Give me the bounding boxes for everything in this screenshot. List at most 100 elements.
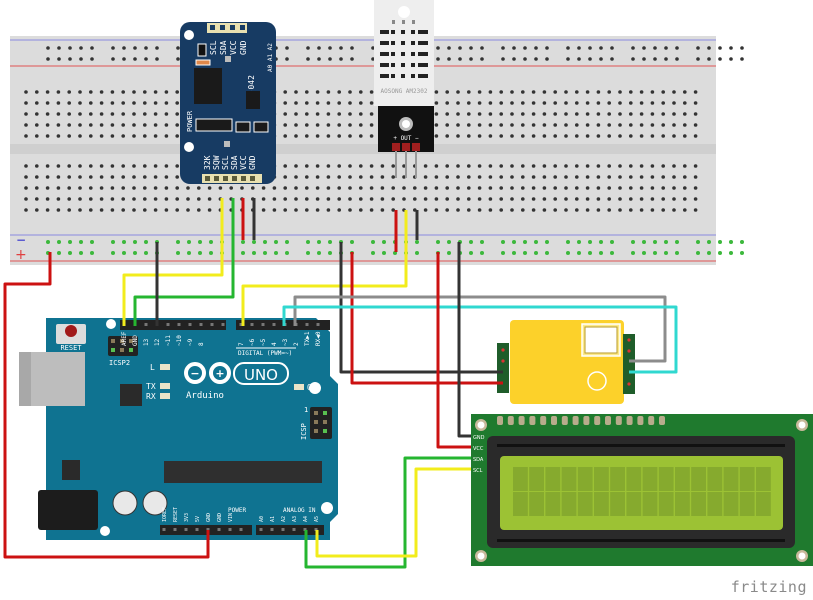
icsp-pin bbox=[314, 420, 318, 424]
breadboard-hole bbox=[650, 112, 655, 116]
dht-pin-labels: + OUT − bbox=[393, 135, 419, 142]
breadboard-hole bbox=[588, 251, 592, 255]
breadboard-hole bbox=[153, 186, 158, 190]
lcd-cell bbox=[675, 467, 690, 491]
header-pin[interactable] bbox=[305, 323, 309, 326]
breadboard-hole bbox=[132, 175, 136, 179]
header-pin[interactable] bbox=[239, 528, 243, 531]
breadboard-hole bbox=[337, 197, 342, 201]
wire-red-5v[interactable] bbox=[3, 252, 210, 559]
breadboard-hole bbox=[661, 208, 665, 212]
breadboard-hole bbox=[143, 134, 147, 138]
breadboard-hole bbox=[467, 134, 471, 138]
breadboard-hole bbox=[488, 134, 493, 138]
icsp-header bbox=[310, 407, 332, 439]
header-pin[interactable] bbox=[270, 528, 274, 531]
breadboard-hole bbox=[585, 134, 590, 138]
wire-red-module[interactable] bbox=[350, 252, 503, 385]
reset-button-cap[interactable] bbox=[65, 325, 77, 337]
header-pin[interactable] bbox=[199, 323, 203, 326]
header-pin[interactable] bbox=[144, 323, 148, 326]
header-pin[interactable] bbox=[221, 323, 225, 326]
header-pin[interactable] bbox=[272, 323, 276, 326]
breadboard-hole bbox=[523, 46, 527, 50]
wire-cyan-module[interactable] bbox=[282, 305, 678, 374]
rtc-pin-label: SDA bbox=[219, 40, 228, 55]
header-pin[interactable] bbox=[228, 528, 232, 531]
header-pin[interactable] bbox=[206, 528, 210, 531]
breadboard-hole bbox=[477, 197, 482, 201]
wire-yellow-dht[interactable] bbox=[241, 210, 408, 326]
breadboard-hole bbox=[488, 123, 493, 127]
header-pin[interactable] bbox=[314, 528, 318, 531]
header-pin[interactable] bbox=[292, 528, 296, 531]
breadboard-hole bbox=[153, 197, 158, 201]
breadboard-hole bbox=[434, 186, 439, 190]
header-pin[interactable] bbox=[281, 528, 285, 531]
header-pin[interactable] bbox=[259, 528, 263, 531]
digital-pin-label: ~5 bbox=[260, 338, 267, 346]
breadboard-hole bbox=[24, 112, 28, 116]
breadboard-hole bbox=[294, 90, 298, 94]
breadboard-hole bbox=[121, 164, 125, 168]
breadboard-hole bbox=[672, 123, 676, 127]
breadboard-hole bbox=[24, 175, 28, 179]
wire-black-module[interactable] bbox=[339, 242, 503, 374]
header-pin[interactable] bbox=[239, 323, 243, 326]
breadboard-hole bbox=[111, 251, 115, 255]
breadboard-hole bbox=[326, 134, 331, 138]
header-pin[interactable] bbox=[162, 528, 166, 531]
breadboard-hole bbox=[693, 175, 698, 179]
header-pin[interactable] bbox=[217, 528, 221, 531]
arduino-mount-hole bbox=[100, 526, 110, 536]
wire-green-sda[interactable] bbox=[133, 198, 235, 326]
breadboard-hole bbox=[79, 251, 83, 255]
breadboard-hole bbox=[639, 164, 644, 168]
wire-yellow-lcd-scl[interactable] bbox=[315, 467, 471, 558]
led-rx bbox=[160, 393, 170, 399]
rtc-battery-clip bbox=[197, 43, 207, 57]
header-pin[interactable] bbox=[250, 323, 254, 326]
breadboard-hole bbox=[121, 175, 125, 179]
breadboard-hole bbox=[89, 90, 93, 94]
breadboard-hole bbox=[155, 57, 159, 61]
breadboard-hole bbox=[380, 208, 385, 212]
breadboard-hole bbox=[317, 251, 321, 255]
breadboard-hole bbox=[434, 175, 439, 179]
wire-yellow-scl[interactable] bbox=[122, 198, 224, 326]
breadboard-hole bbox=[501, 251, 505, 255]
header-pin[interactable] bbox=[173, 528, 177, 531]
breadboard-hole bbox=[350, 240, 354, 244]
breadboard-hole bbox=[209, 240, 213, 244]
breadboard-hole bbox=[143, 112, 147, 116]
wire-green-lcd-sda[interactable] bbox=[304, 456, 471, 569]
breadboard-hole bbox=[67, 175, 71, 179]
breadboard-hole bbox=[553, 208, 557, 212]
header-pin[interactable] bbox=[184, 528, 188, 531]
header-pin[interactable] bbox=[210, 323, 214, 326]
breadboard-hole bbox=[629, 123, 633, 127]
breadboard-hole bbox=[675, 46, 679, 50]
header-pin[interactable] bbox=[195, 528, 199, 531]
header-pin[interactable] bbox=[177, 323, 181, 326]
header-pin[interactable] bbox=[303, 528, 307, 531]
header-pin[interactable] bbox=[261, 323, 265, 326]
breadboard: − + bbox=[10, 36, 744, 265]
header-pin[interactable] bbox=[316, 323, 320, 326]
breadboard-hole bbox=[577, 240, 581, 244]
breadboard-hole bbox=[89, 123, 93, 127]
breadboard-hole bbox=[326, 123, 331, 127]
wire-black-lcd-gnd[interactable] bbox=[457, 242, 471, 438]
breadboard-hole bbox=[328, 251, 332, 255]
breadboard-hole bbox=[618, 175, 622, 179]
header-pin[interactable] bbox=[166, 323, 170, 326]
header-pin[interactable] bbox=[188, 323, 192, 326]
breadboard-hole bbox=[434, 164, 439, 168]
breadboard-hole bbox=[413, 197, 417, 201]
breadboard-hole bbox=[132, 186, 136, 190]
breadboard-hole bbox=[132, 90, 136, 94]
breadboard-hole bbox=[436, 57, 440, 61]
wire-red-lcd-vcc[interactable] bbox=[436, 252, 471, 449]
breadboard-hole bbox=[629, 197, 633, 201]
breadboard-hole bbox=[121, 186, 125, 190]
